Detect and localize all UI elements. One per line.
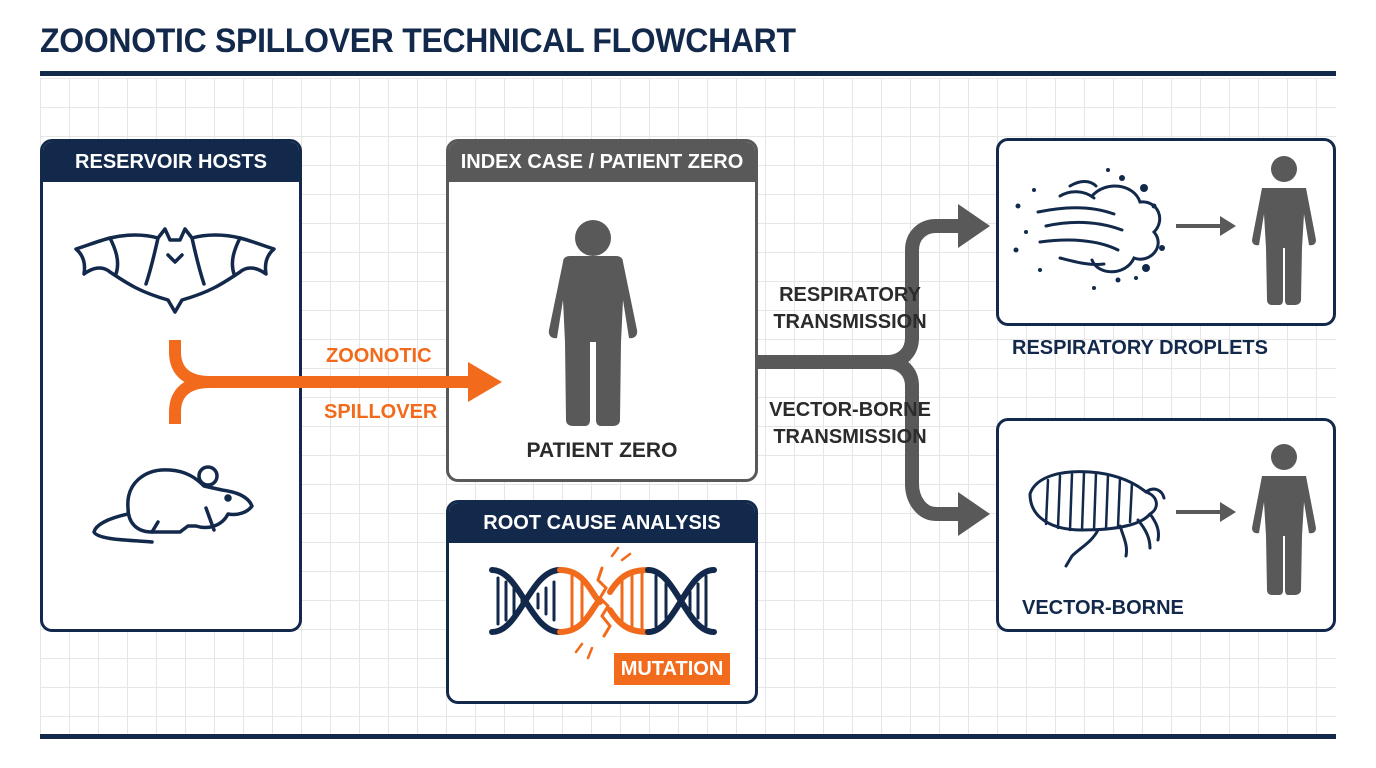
rat-icon bbox=[92, 465, 254, 544]
person-icon bbox=[548, 220, 638, 426]
flea-icon bbox=[1028, 470, 1166, 568]
reservoir-hosts-header: RESERVOIR HOSTS bbox=[43, 142, 299, 182]
transmission-branch-arrow bbox=[758, 219, 962, 521]
spillover-arrow bbox=[169, 340, 470, 424]
bat-icon bbox=[74, 227, 276, 314]
vector-route-label-line2: TRANSMISSION bbox=[773, 426, 927, 448]
spillover-label-line1: ZOONOTIC bbox=[326, 345, 432, 367]
bottom-rule bbox=[40, 734, 1336, 739]
dna-icon bbox=[489, 546, 717, 660]
patient-zero-caption: PATIENT ZERO bbox=[526, 439, 678, 462]
title-rule bbox=[40, 71, 1336, 76]
respiratory-small-arrow bbox=[1176, 216, 1236, 236]
vector-outcome-label: VECTOR-BORNE bbox=[1022, 597, 1184, 619]
vector-route-label-line1: VECTOR-BORNE bbox=[769, 399, 931, 421]
spillover-label-line2: SPILLOVER bbox=[324, 401, 438, 423]
respiratory-route-label-line2: TRANSMISSION bbox=[773, 311, 927, 333]
respiratory-arrowhead bbox=[958, 204, 990, 248]
respiratory-person-icon bbox=[1252, 156, 1316, 305]
droplet-particles bbox=[1013, 168, 1165, 290]
spillover-arrowhead bbox=[468, 362, 502, 402]
vector-person-icon bbox=[1252, 444, 1316, 595]
root-cause-header: ROOT CAUSE ANALYSIS bbox=[449, 503, 755, 543]
vector-arrowhead bbox=[958, 492, 990, 536]
mutation-badge: MUTATION bbox=[614, 653, 730, 685]
respiratory-route-label-line1: RESPIRATORY bbox=[779, 284, 921, 306]
vector-small-arrow bbox=[1176, 502, 1236, 522]
respiratory-outcome-label: RESPIRATORY DROPLETS bbox=[1012, 337, 1268, 359]
index-case-header: INDEX CASE / PATIENT ZERO bbox=[449, 142, 755, 182]
droplets-icon bbox=[1036, 180, 1162, 274]
page-title: ZOONOTIC SPILLOVER TECHNICAL FLOWCHART bbox=[40, 22, 796, 60]
